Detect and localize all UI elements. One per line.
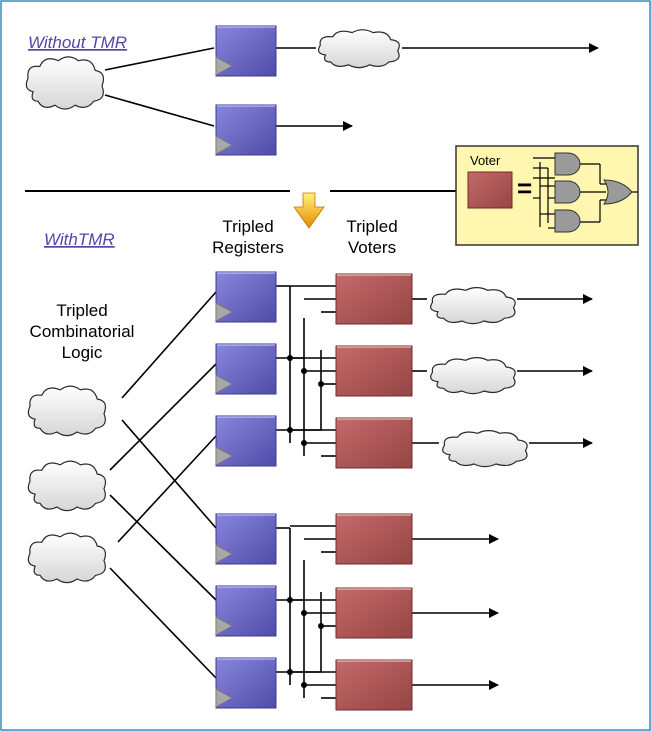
register-block [215,657,277,709]
equals-sign: = [517,173,532,203]
clock-input-icon [215,374,233,394]
voter-block [335,345,413,397]
clock-input-icon [215,688,233,708]
register-block [215,585,277,637]
register-block [215,513,277,565]
logic-cloud-icon [27,385,107,437]
voters [335,273,413,711]
clouds [25,29,528,584]
junction-dots [287,355,324,688]
register-block [215,271,277,323]
voter-legend: Voter = [455,145,639,246]
tripled-logic-label-line2: Combinatorial [30,322,135,341]
clock-input-icon [215,135,233,155]
tripled-registers-label-line1: Tripled [222,217,273,236]
without-tmr-label: Without TMR [28,33,127,52]
tripled-voters-label-line1: Tripled [346,217,397,236]
register-block [215,343,277,395]
logic-cloud-icon [27,460,107,512]
voter-gate-wiring [533,157,638,229]
voter-legend-label: Voter [470,153,501,168]
voter-block [335,417,413,469]
register-block [215,415,277,467]
voter-block [335,513,413,565]
with-tmr-label: WithTMR [44,230,115,249]
transform-arrow-icon [293,192,325,229]
voter-block [335,659,413,711]
voter-block [335,273,413,325]
logic-cloud-icon [442,430,528,468]
logic-cloud-icon [430,287,516,325]
voter-block [335,587,413,639]
logic-cloud-icon [25,56,105,110]
clock-input-icon [215,302,233,322]
tripled-logic-label-line1: Tripled [56,301,107,320]
clock-input-icon [215,544,233,564]
wires-with-tmr [109,285,593,699]
register-block [215,104,277,156]
register-block [215,25,277,77]
or-gate-icon [603,179,633,205]
voter-legend-swatch [467,171,513,209]
logic-cloud-icon [317,29,400,69]
registers [215,25,277,709]
clock-input-icon [215,56,233,76]
tripled-logic-label-line3: Logic [62,343,103,362]
tripled-voters-label-line2: Voters [348,238,396,257]
and-gate-icons [554,152,581,233]
tripled-registers-label-line2: Registers [212,238,284,257]
clock-input-icon [215,616,233,636]
logic-cloud-icon [430,357,516,395]
wires-without-tmr [104,43,599,131]
clock-input-icon [215,446,233,466]
logic-cloud-icon [27,532,107,584]
